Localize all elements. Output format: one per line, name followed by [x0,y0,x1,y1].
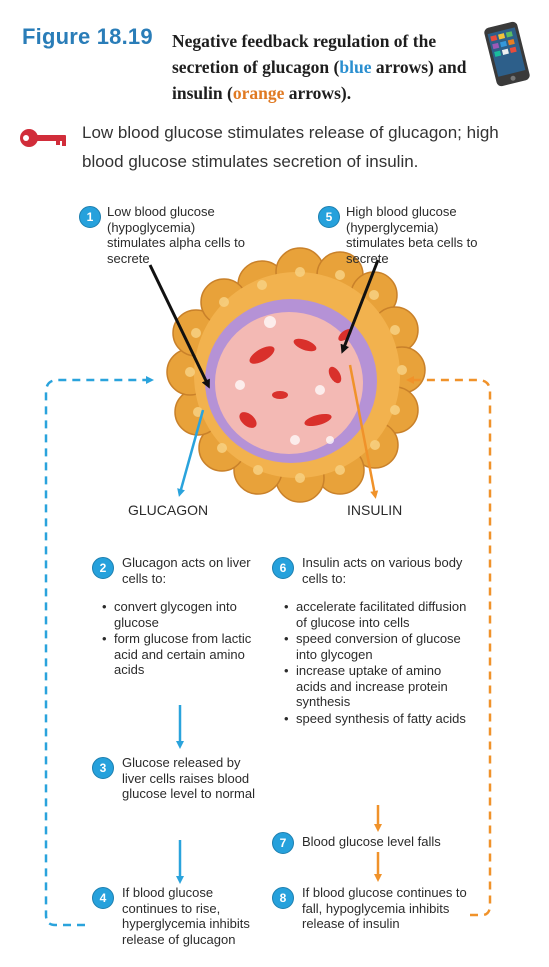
step-8-text: If blood glucose continues to fall, hypo… [302,885,472,932]
step-6-bullet: accelerate facilitated diffusion of gluc… [282,599,467,630]
step-5-text: High blood glucose (hyperglycemia) stimu… [346,204,496,266]
step-6-badge: 6 [272,557,294,579]
step-2-bullets: convert glycogen into glucose form gluco… [100,599,265,679]
step-3-text: Glucose released by liver cells raises b… [122,755,262,802]
step-6-bullet: speed conversion of glucose into glycoge… [282,631,467,662]
step-6-bullet: increase uptake of amino acids and incre… [282,663,467,710]
pancreatic-islet-illustration [167,248,425,502]
insulin-label: INSULIN [347,502,402,518]
step-1-badge: 1 [79,206,101,228]
step-6-bullets: accelerate facilitated diffusion of gluc… [282,599,467,727]
step-3-badge: 3 [92,757,114,779]
step-1-text: Low blood glucose (hypoglycemia) stimula… [107,204,247,266]
step-6-bullet: speed synthesis of fatty acids [282,711,467,727]
step-2-bullet: convert glycogen into glucose [100,599,265,630]
step-2-text: Glucagon acts on liver cells to: [122,555,262,586]
step-7-badge: 7 [272,832,294,854]
step-5-badge: 5 [318,206,340,228]
step-2-bullet: form glucose from lactic acid and certai… [100,631,265,678]
step-4-badge: 4 [92,887,114,909]
glucagon-label: GLUCAGON [128,502,208,518]
step-8-badge: 8 [272,887,294,909]
step-7-text: Blood glucose level falls [302,834,477,850]
step-6-text: Insulin acts on various body cells to: [302,555,467,586]
step-2-badge: 2 [92,557,114,579]
step-4-text: If blood glucose continues to rise, hype… [122,885,272,947]
